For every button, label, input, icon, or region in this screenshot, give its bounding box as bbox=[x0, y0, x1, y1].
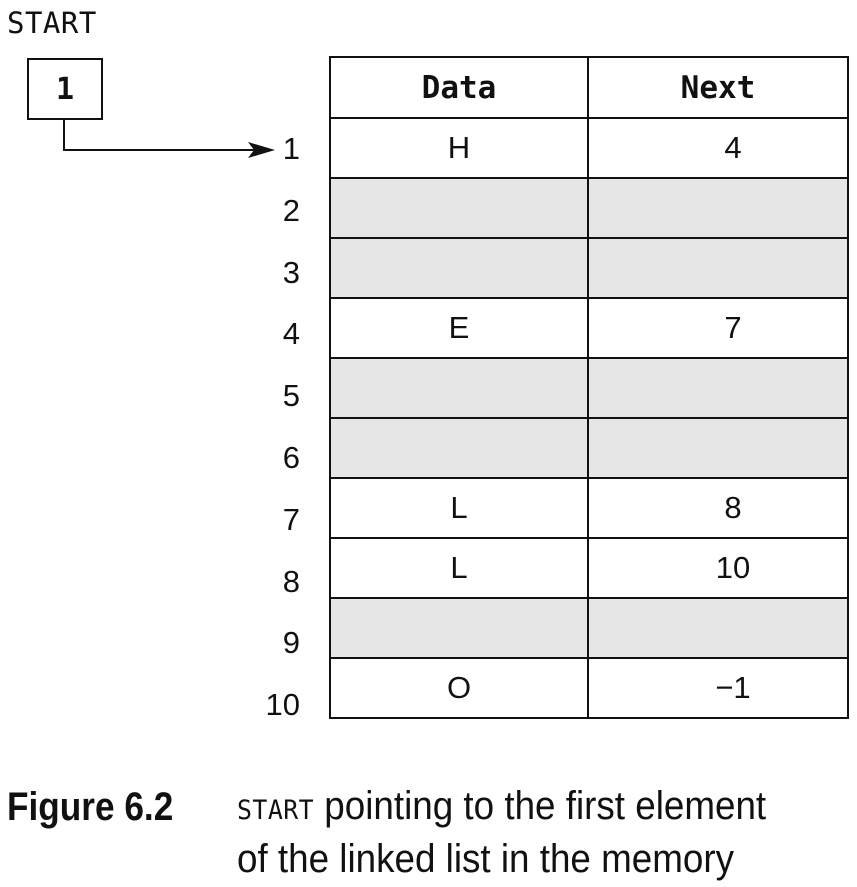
start-pointer-box: 1 bbox=[27, 58, 103, 120]
cell-data bbox=[329, 237, 589, 299]
cell-next bbox=[587, 177, 849, 239]
start-pointer-value: 1 bbox=[55, 71, 75, 107]
cell-next bbox=[587, 237, 849, 299]
cell-data: H bbox=[329, 117, 589, 179]
cell-next bbox=[587, 357, 849, 419]
table-row bbox=[329, 237, 849, 299]
cell-data bbox=[329, 417, 589, 479]
cell-next bbox=[587, 597, 849, 659]
table-row: O−1 bbox=[329, 657, 849, 719]
table-row bbox=[329, 417, 849, 479]
row-index-label: 6 bbox=[282, 440, 300, 475]
cell-next: 7 bbox=[587, 297, 849, 359]
cell-data: L bbox=[329, 537, 589, 599]
table-row bbox=[329, 177, 849, 239]
cell-data: E bbox=[329, 297, 589, 359]
caption-text: START pointing to the first element of t… bbox=[237, 782, 803, 883]
figure-number: Figure 6.2 bbox=[7, 785, 174, 829]
table-row bbox=[329, 597, 849, 659]
row-index-label: 5 bbox=[282, 378, 300, 414]
cell-next bbox=[587, 417, 849, 479]
cell-data bbox=[329, 177, 589, 239]
row-index-label: 8 bbox=[282, 563, 300, 599]
cell-data bbox=[329, 357, 589, 419]
cell-next: −1 bbox=[587, 657, 849, 719]
cell-next: 4 bbox=[587, 117, 849, 179]
cell-next: 10 bbox=[587, 537, 849, 599]
row-index-label: 10 bbox=[265, 687, 300, 723]
row-index-label: 1 bbox=[282, 131, 300, 166]
table-header-row: Data Next bbox=[329, 56, 849, 119]
row-index-label: 7 bbox=[282, 501, 300, 537]
cell-data: L bbox=[329, 477, 589, 539]
cell-data bbox=[329, 597, 589, 659]
row-index-label: 4 bbox=[282, 316, 300, 352]
row-index-label: 9 bbox=[282, 625, 300, 661]
table-row bbox=[329, 357, 849, 419]
header-data: Data bbox=[329, 56, 589, 119]
caption-description: pointing to the first element of the lin… bbox=[237, 784, 767, 881]
cell-next: 8 bbox=[587, 477, 849, 539]
cell-data: O bbox=[329, 657, 589, 719]
row-index-label: 2 bbox=[282, 192, 300, 228]
start-label: START bbox=[7, 6, 97, 40]
row-index-label: 3 bbox=[282, 254, 300, 290]
start-arrow-line bbox=[63, 118, 254, 151]
header-next: Next bbox=[587, 56, 849, 119]
caption-code-term: START bbox=[237, 795, 315, 826]
